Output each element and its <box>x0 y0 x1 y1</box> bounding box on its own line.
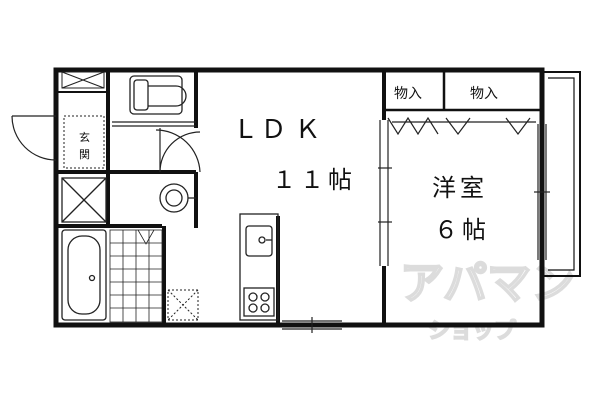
entrance-floor <box>61 71 105 169</box>
closet-left-label: 物入 <box>394 86 422 102</box>
thin-lines <box>112 120 550 333</box>
western-room-label: 洋室 <box>432 174 488 202</box>
western-room-size: ６帖 <box>434 216 490 244</box>
washstand-icon <box>61 177 196 223</box>
outer-walls <box>53 67 581 328</box>
entrance-label-2: 関 <box>79 148 90 161</box>
interior-walls <box>56 70 542 325</box>
toilet-icon <box>129 75 187 115</box>
entrance-label-1: 玄 <box>79 130 90 144</box>
watermark: アパマン ショップ <box>399 257 576 345</box>
watermark-line1: アパマン <box>400 258 575 309</box>
kitchen-counter <box>239 213 279 321</box>
entrance-door <box>11 115 57 161</box>
closet-right-label: 物入 <box>470 86 498 102</box>
closet-doors <box>387 116 536 136</box>
bathtub-icon <box>61 229 107 321</box>
ldk-size: １１帖 <box>272 166 356 194</box>
fridge-space <box>167 289 199 321</box>
bath-floor-tiles <box>109 229 163 323</box>
ldk-label: LＤＫ <box>238 115 329 145</box>
ldk-door <box>155 128 201 173</box>
